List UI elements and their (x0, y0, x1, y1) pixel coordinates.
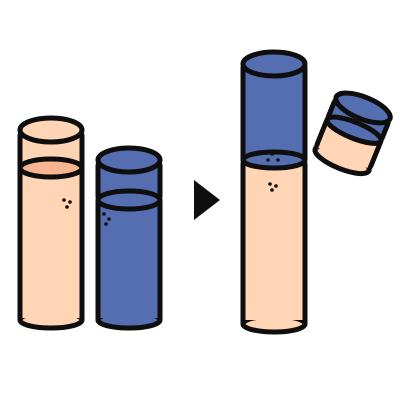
combined-peach-dot (274, 184, 278, 188)
blue-dot (107, 217, 111, 221)
blue-dot (104, 222, 108, 226)
peach-dot (65, 205, 69, 209)
blue-cap-band (95, 188, 163, 212)
combined-tube-icon (240, 49, 308, 335)
peach-tube-icon (17, 115, 85, 331)
combined-peach-cover (245, 164, 303, 320)
peach-dot (68, 200, 72, 204)
combined-blue-dot (266, 158, 270, 162)
leftover-blue-band (324, 114, 384, 146)
right-arrow-icon (194, 180, 220, 220)
blue-tube-icon (95, 145, 163, 331)
combined-blue-dot (276, 158, 280, 162)
peach-cap-top (17, 115, 85, 145)
leftover-blue-top (333, 90, 393, 126)
blue-cap-top (95, 145, 163, 175)
after-state (240, 49, 393, 335)
peach-cap-band (17, 156, 85, 180)
combined-blue-seam (240, 149, 308, 171)
blue-dot (102, 212, 106, 216)
combined-blue-dot (270, 152, 274, 156)
combined-blue-top (240, 49, 308, 79)
blue-tube-body-cover (100, 202, 158, 318)
peach-tube-body-cover (22, 166, 80, 318)
combined-peach-dot (270, 188, 274, 192)
peach-dot (62, 198, 66, 202)
combined-blue-cap (240, 61, 308, 165)
before-state (17, 115, 163, 331)
combined-peach-dot (268, 182, 272, 186)
leftover-cap-icon (312, 90, 393, 177)
